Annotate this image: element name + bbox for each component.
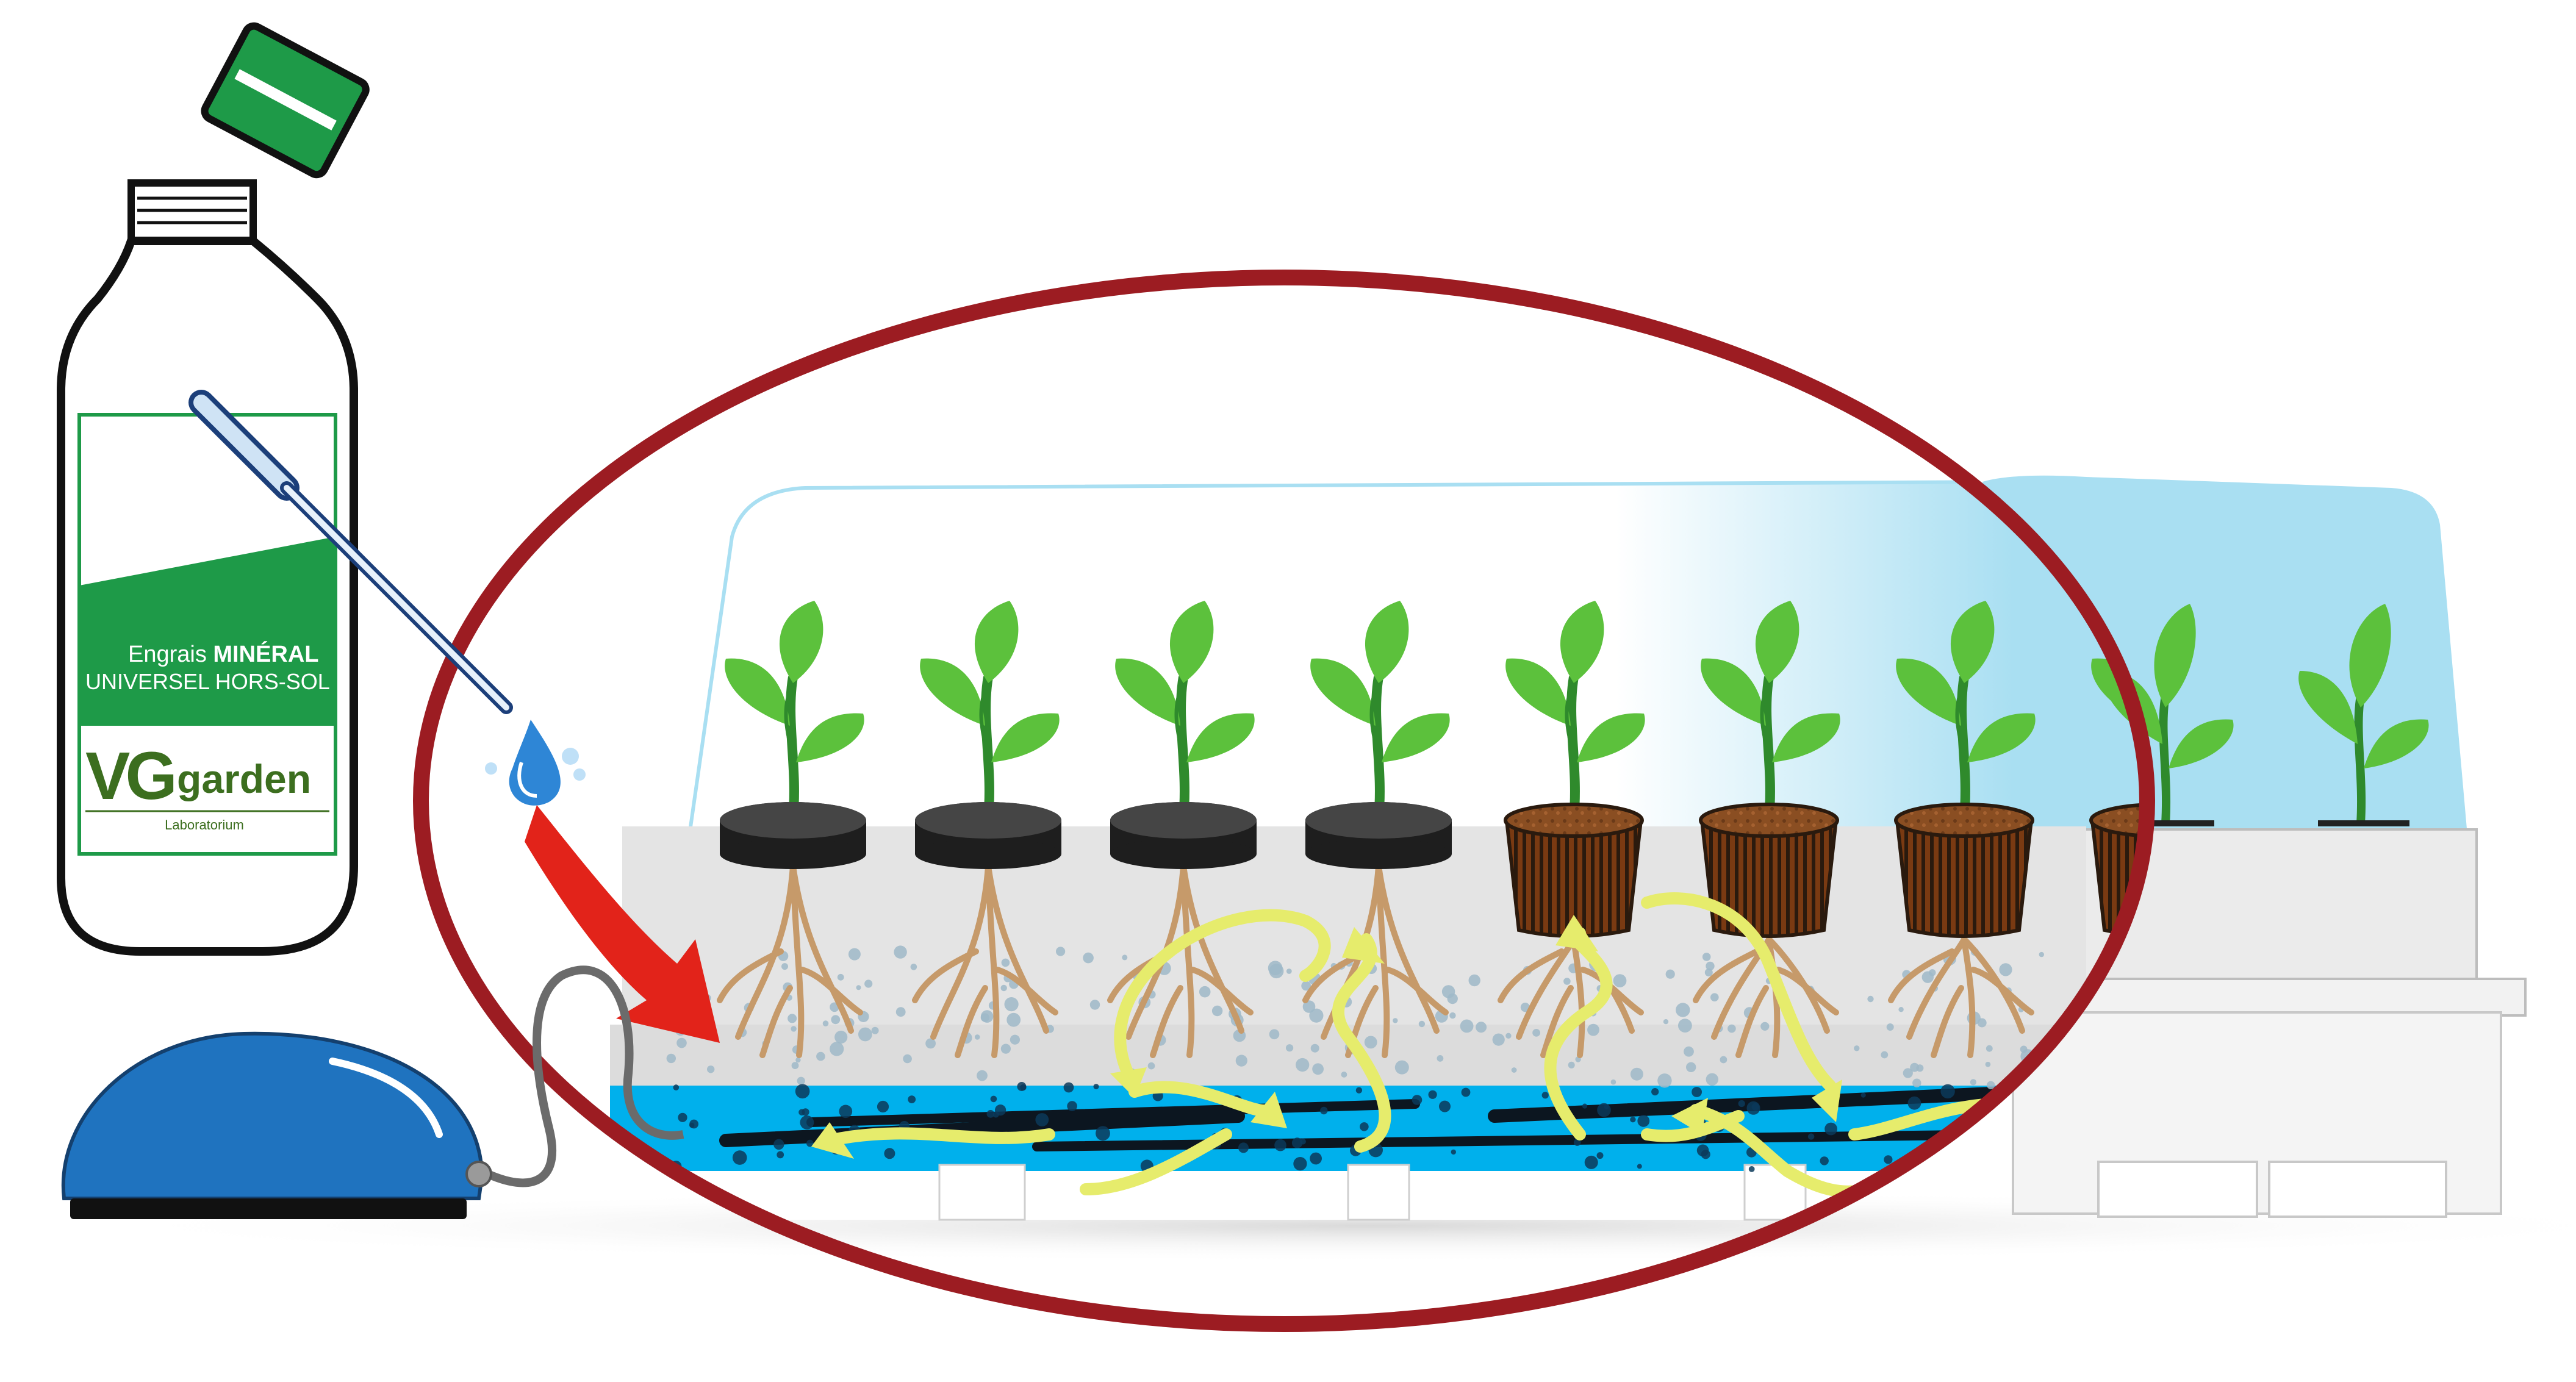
leaf bbox=[1310, 658, 1376, 726]
plant-under-lid bbox=[2298, 604, 2429, 826]
air-pump bbox=[61, 965, 684, 1219]
plant-sponge-plug bbox=[1302, 601, 1452, 1058]
label-line1-regular: Engrais bbox=[128, 642, 213, 667]
leaf bbox=[991, 713, 1060, 762]
label-line1-bold: MINÉRAL bbox=[213, 640, 318, 667]
brand-garden: garden bbox=[177, 756, 311, 801]
sponge-plug-plants bbox=[717, 601, 1452, 1058]
clear-lid bbox=[687, 479, 2015, 837]
mesh-pot bbox=[1699, 818, 1839, 938]
leaf bbox=[1772, 713, 1840, 762]
svg-text:Engrais MINÉRAL: Engrais MINÉRAL bbox=[128, 640, 319, 667]
leaf bbox=[1186, 713, 1255, 762]
plant-sponge-plug bbox=[717, 601, 866, 1058]
leaf bbox=[796, 713, 864, 762]
brand-vg: VG bbox=[85, 739, 173, 814]
fertilizer-bottle: Engrais MINÉRAL UNIVERSEL HORS-SOL VG ga… bbox=[57, 22, 370, 956]
leaf bbox=[1115, 658, 1180, 726]
ground-shadow bbox=[61, 1189, 2576, 1262]
nutrient-flow-arrows bbox=[823, 892, 2037, 1198]
leaf bbox=[1755, 601, 1799, 683]
leaf bbox=[1169, 601, 1214, 683]
leaf bbox=[1896, 658, 1961, 726]
leaf bbox=[1577, 713, 1645, 762]
leaf bbox=[779, 601, 823, 683]
leaf bbox=[1701, 658, 1766, 726]
pipette bbox=[188, 390, 513, 714]
bottle-cap bbox=[201, 22, 370, 179]
brand-subtitle: Laboratorium bbox=[165, 817, 244, 832]
plant-mesh-pot bbox=[1888, 601, 2036, 1058]
leaf bbox=[1560, 601, 1604, 683]
red-arrow bbox=[525, 805, 720, 1043]
plant-sponge-plug bbox=[912, 601, 1061, 1058]
magnify-oval bbox=[413, 270, 2155, 1332]
leaf bbox=[1365, 601, 1409, 683]
water-drop bbox=[485, 720, 586, 806]
leaf bbox=[725, 658, 790, 726]
propagator-tray-right bbox=[1982, 475, 2527, 1218]
leaf bbox=[974, 601, 1019, 683]
leaf bbox=[1382, 713, 1450, 762]
mesh-pot bbox=[1895, 818, 2034, 938]
plant-mesh-pot bbox=[1693, 601, 1840, 1058]
pump-body bbox=[61, 1031, 484, 1200]
plant-mesh-pot bbox=[1498, 601, 1645, 1058]
leaf bbox=[920, 658, 985, 726]
plant-sponge-plug bbox=[1107, 601, 1257, 1058]
leaf bbox=[1967, 713, 2036, 762]
leaf bbox=[1505, 658, 1571, 726]
air-tube bbox=[486, 965, 684, 1187]
leaf bbox=[1950, 601, 1995, 683]
label-line2: UNIVERSEL HORS-SOL bbox=[85, 669, 330, 694]
